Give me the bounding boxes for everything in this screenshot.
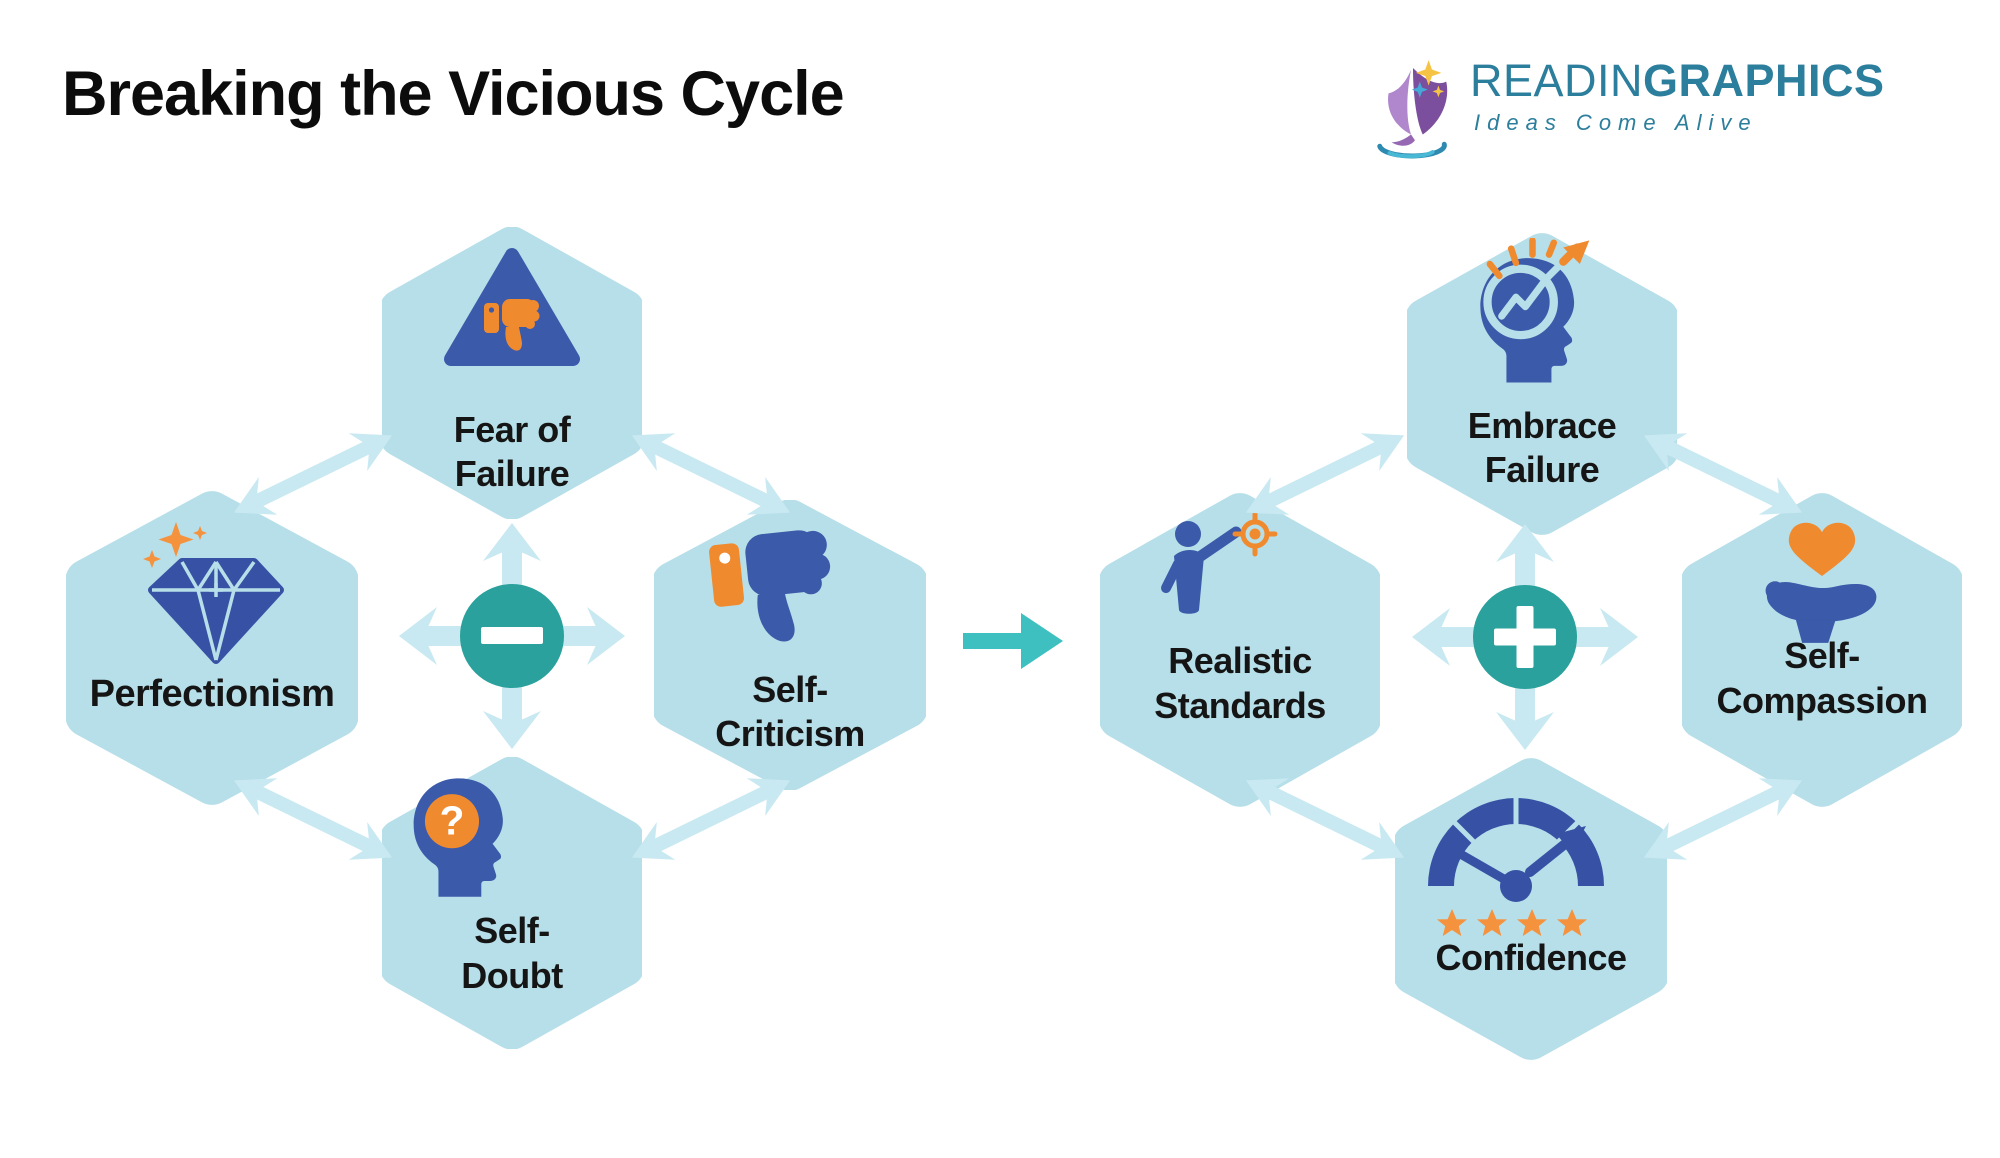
- node-label: Confidence: [1435, 937, 1627, 978]
- cross-arrows: [397, 521, 627, 751]
- head-question-icon: ?: [413, 778, 503, 897]
- brand-name: READINGRAPHICS: [1470, 55, 1885, 106]
- plus-badge: [1473, 585, 1577, 689]
- sparkle-icon: [143, 522, 207, 568]
- thumbs-down-icon: [709, 530, 831, 642]
- minus-badge: [460, 584, 564, 688]
- hexagon-shape: [1682, 493, 1962, 807]
- node-self-criticism: Self-Criticism: [654, 500, 926, 790]
- node-self-doubt: ? Self-Doubt: [382, 757, 642, 1049]
- gauge-stars-icon: [1428, 794, 1604, 937]
- star-icon: [1411, 81, 1428, 98]
- node-label: Perfectionism: [89, 673, 335, 715]
- node-label: Self-Criticism: [715, 669, 865, 754]
- node-label: Self-Compassion: [1716, 635, 1928, 721]
- diamond-sparkle-icon: [143, 522, 284, 664]
- stars-row: [1437, 909, 1587, 937]
- head-growth-icon: [1480, 238, 1590, 383]
- warning-thumbs-down-icon: [444, 248, 580, 366]
- hexagon-shape: [382, 227, 642, 519]
- arrow-up-icon: [1563, 240, 1590, 265]
- svg-text:?: ?: [440, 798, 465, 844]
- rays-icon: [1486, 238, 1558, 280]
- brand-book-icon: [1377, 60, 1448, 159]
- node-label: Self-Doubt: [461, 910, 563, 996]
- hand-heart-icon: [1765, 522, 1877, 643]
- node-perfectionism: Perfectionism: [66, 490, 358, 806]
- brand-logo: READINGRAPHICS Ideas Come Alive: [1368, 56, 1885, 164]
- cross-arrows: [1410, 522, 1640, 752]
- target-icon: [1232, 512, 1278, 557]
- person-target-icon: [1161, 512, 1278, 614]
- node-confidence: Confidence: [1395, 758, 1667, 1060]
- minus-icon: [481, 627, 543, 644]
- star-icon: [1432, 85, 1445, 98]
- star-icon: [1415, 60, 1442, 86]
- node-self-compassion: Self-Compassion: [1682, 492, 1962, 808]
- page-title: Breaking the Vicious Cycle: [62, 59, 845, 129]
- brand-tagline: Ideas Come Alive: [1474, 109, 1758, 135]
- heart-icon: [1788, 522, 1856, 577]
- transition-arrow: [963, 613, 1063, 669]
